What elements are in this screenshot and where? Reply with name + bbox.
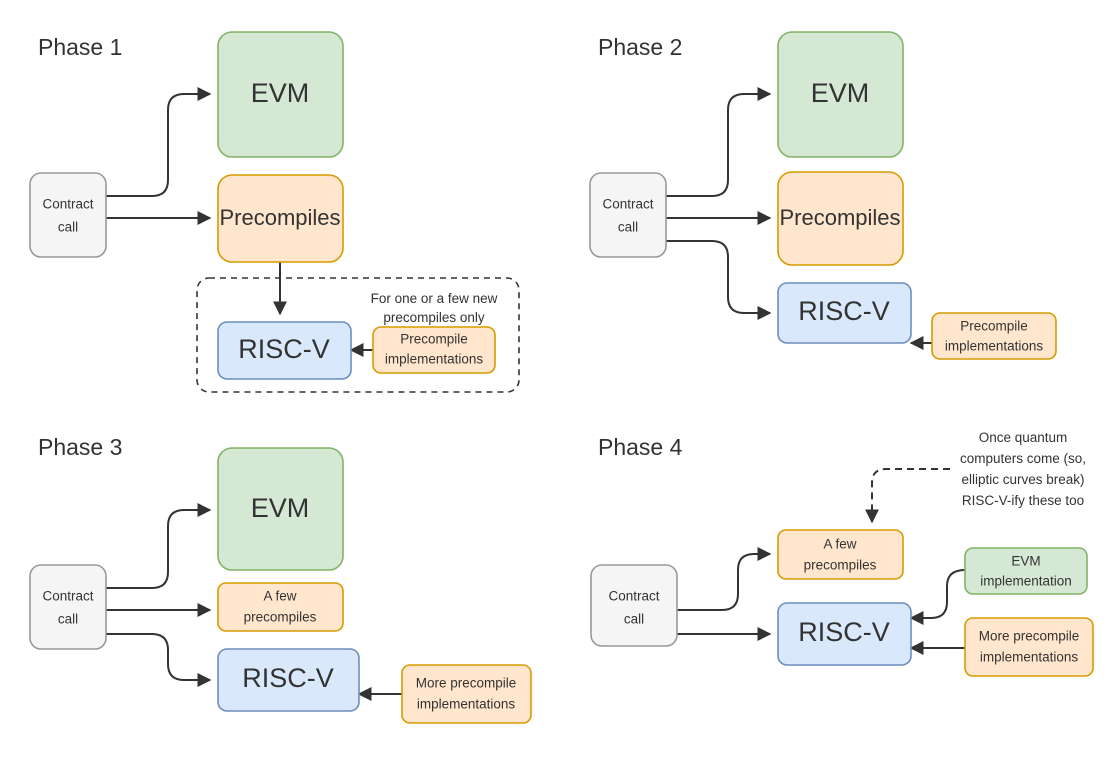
node-contract-call[interactable]: Contract call [590,564,678,647]
precompile-impl-label-line1: Precompile [960,319,1028,334]
phase-1-annotation-line2: precompiles only [383,310,485,325]
phase-1-dashed-group [196,277,520,393]
contract-call-label-line2: call [624,612,644,627]
phase-4-group: Phase 4 Once quantum computers come (so,… [590,430,1094,677]
a-few-precompiles-label-line1: A few [823,537,856,552]
phase-4-annotation-line2: computers come (so, [960,451,1086,466]
contract-call-label-line1: Contract [608,589,659,604]
edge-contract-to-evm [106,503,212,589]
precompile-impl-label-line2: implementations [945,339,1044,354]
a-few-precompiles-label-line2: precompiles [804,558,877,573]
evm-impl-label-line2: implementation [980,574,1072,589]
contract-call-label-line1: Contract [602,197,653,212]
phase-1-title: Phase 1 [38,34,122,60]
node-contract-call[interactable]: Contract call [589,172,667,258]
edge-evm-impl-to-riscv [909,569,966,625]
node-more-precompile-implementations[interactable]: More precompile implementations [964,617,1094,677]
contract-call-label-line1: Contract [42,589,93,604]
more-precompile-impl-label-line1: More precompile [979,629,1080,644]
riscv-label: RISC-V [798,617,890,647]
phase-3-title: Phase 3 [38,434,122,460]
node-evm[interactable]: EVM [217,31,344,158]
riscv-label: RISC-V [238,334,330,364]
node-evm-implementation[interactable]: EVM implementation [964,547,1088,595]
node-more-precompile-implementations[interactable]: More precompile implementations [401,664,532,724]
evm-label: EVM [251,78,310,108]
precompile-impl-label-line1: Precompile [400,332,468,347]
phase-2-group: Phase 2 Contract call EVM Precompiles RI… [589,31,1057,360]
node-evm[interactable]: EVM [777,31,904,158]
node-precompile-implementations[interactable]: Precompile implementations [372,326,496,374]
phase-4-title: Phase 4 [598,434,683,460]
precompiles-label: Precompiles [779,205,900,230]
node-precompiles[interactable]: Precompiles [777,171,904,266]
more-precompile-impl-label-line2: implementations [980,650,1079,665]
contract-call-label-line2: call [58,220,78,235]
a-few-precompiles-label-line2: precompiles [244,610,317,625]
evm-label: EVM [811,78,870,108]
more-precompile-impl-label-line2: implementations [417,697,516,712]
node-contract-call[interactable]: Contract call [29,172,107,258]
phase-2-title: Phase 2 [598,34,682,60]
phase-4-annotation-line4: RISC-V-ify these too [962,493,1084,508]
node-riscv[interactable]: RISC-V [777,282,912,344]
more-precompile-impl-label-line1: More precompile [416,676,517,691]
node-riscv[interactable]: RISC-V [217,648,360,712]
contract-call-label-line2: call [58,612,78,627]
contract-call-label-line2: call [618,220,638,235]
phase-3-group: Phase 3 Contract call EVM A few precompi… [29,434,532,724]
edge-quantum-note-to-a-few-precompiles [865,468,950,524]
node-a-few-precompiles[interactable]: A few precompiles [777,529,904,580]
a-few-precompiles-label-line1: A few [263,589,296,604]
evm-label: EVM [251,493,310,523]
evm-impl-label-line1: EVM [1011,554,1040,569]
node-riscv[interactable]: RISC-V [217,321,352,380]
node-riscv[interactable]: RISC-V [777,602,912,666]
phase-1-annotation-line1: For one or a few new [371,291,498,306]
node-precompile-implementations[interactable]: Precompile implementations [931,312,1057,360]
node-contract-call[interactable]: Contract call [29,564,107,650]
contract-call-label-line1: Contract [42,197,93,212]
riscv-label: RISC-V [242,663,334,693]
phase-4-annotation-line1: Once quantum [979,430,1068,445]
node-a-few-precompiles[interactable]: A few precompiles [217,582,344,632]
precompiles-label: Precompiles [219,205,340,230]
edge-contract-to-evm [106,87,212,197]
edge-contract-to-riscv [106,633,212,687]
node-evm[interactable]: EVM [217,447,344,571]
riscv-label: RISC-V [798,296,890,326]
edge-contract-to-a-few-precompiles [677,547,772,611]
edge-contract-to-evm [666,87,772,197]
edge-contract-to-riscv [666,240,772,320]
node-precompiles[interactable]: Precompiles [217,174,344,263]
phase-4-annotation-line3: elliptic curves break) [961,472,1084,487]
precompile-impl-label-line2: implementations [385,352,484,367]
phase-1-group: Phase 1 Contract call EVM Precompiles RI… [29,31,520,393]
